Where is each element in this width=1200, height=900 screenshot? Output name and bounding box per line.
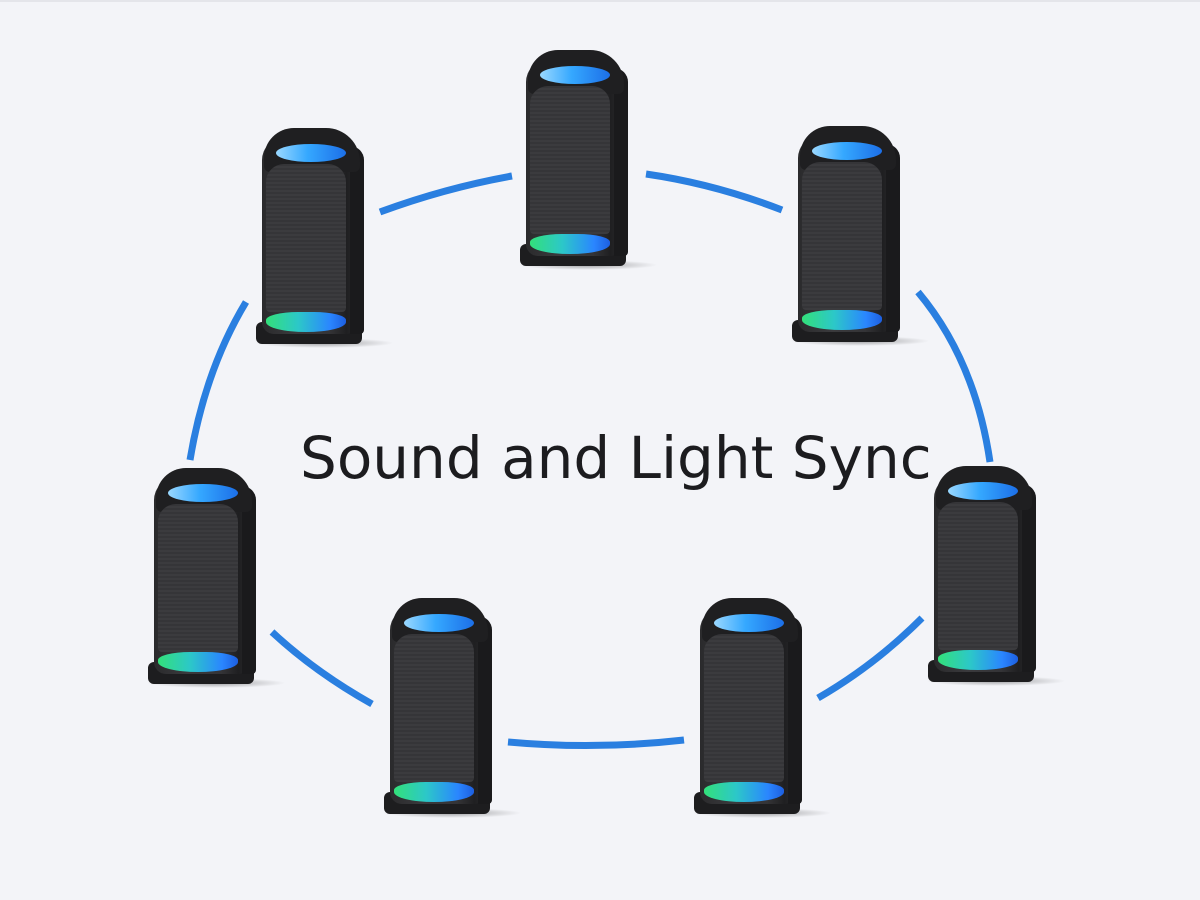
speaker-top-center: [518, 50, 658, 270]
speaker-middle-left: [146, 468, 286, 688]
top-light-icon: [276, 144, 346, 162]
speaker-bottom-right: [692, 598, 832, 818]
top-light-icon: [168, 484, 238, 502]
link-topleft-topcenter: [378, 172, 513, 216]
bottom-light-icon: [158, 652, 238, 672]
top-light-icon: [714, 614, 784, 632]
speaker-top-right: [790, 126, 930, 346]
top-light-icon: [812, 142, 882, 160]
top-light-icon: [948, 482, 1018, 500]
link-topright-midright: [915, 289, 994, 463]
top-light-icon: [540, 66, 610, 84]
top-border: [0, 0, 1200, 2]
top-light-icon: [404, 614, 474, 632]
link-bottomright-bottomleft: [507, 736, 685, 750]
speaker-middle-right: [926, 466, 1066, 686]
speaker-top-left: [254, 128, 394, 348]
link-midleft-topleft: [186, 300, 249, 461]
headline: Sound and Light Sync: [300, 424, 932, 492]
bottom-light-icon: [704, 782, 784, 802]
speaker-bottom-left: [382, 598, 522, 818]
link-topcenter-topright: [645, 170, 784, 214]
bottom-light-icon: [266, 312, 346, 332]
bottom-light-icon: [938, 650, 1018, 670]
link-bottomleft-midleft: [269, 629, 374, 708]
link-midright-bottomright: [816, 615, 925, 702]
bottom-light-icon: [802, 310, 882, 330]
bottom-light-icon: [530, 234, 610, 254]
bottom-light-icon: [394, 782, 474, 802]
